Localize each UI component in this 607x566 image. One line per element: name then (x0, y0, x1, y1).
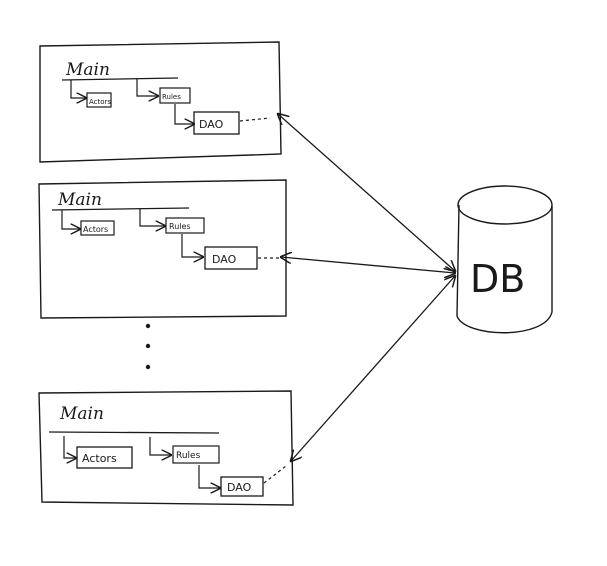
dao-dashed-link (263, 465, 287, 484)
branch-connector (149, 437, 171, 455)
app-instance-2: Main Actors Rules DAO (38, 179, 287, 319)
rules-label: Rules (176, 451, 201, 461)
db-connection-2 (281, 257, 455, 273)
dao-box (193, 111, 240, 135)
branch-connector (63, 436, 76, 458)
branch-connector (70, 80, 86, 98)
main-label: Main (57, 190, 102, 210)
dao-box (204, 246, 258, 270)
db-connection-1 (278, 114, 455, 271)
more-instances-ellipsis (145, 323, 151, 370)
rules-box (172, 445, 220, 464)
db-connection-3 (291, 276, 455, 461)
actors-label: Actors (89, 98, 111, 106)
instance-frame (38, 390, 294, 506)
dao-label: DAO (212, 253, 237, 266)
branch-connector (174, 104, 194, 124)
rules-label: Rules (169, 222, 191, 231)
rules-box (165, 217, 205, 234)
instance-frame (38, 179, 287, 319)
database-cylinder: DB (456, 185, 553, 334)
database-top (457, 185, 553, 225)
branch-connector (61, 210, 80, 229)
main-label: Main (65, 60, 110, 80)
rules-label: Rules (162, 93, 181, 101)
branch-connector (136, 79, 158, 96)
rules-box (159, 87, 191, 104)
actors-label: Actors (83, 225, 108, 234)
app-instance-1: Main Actors Rules DAO (39, 41, 282, 163)
branch-connector (181, 234, 203, 257)
main-underline (48, 431, 220, 434)
dao-label: DAO (227, 481, 252, 494)
actors-box (86, 92, 112, 108)
branch-connector (198, 465, 220, 488)
main-underline (51, 207, 190, 211)
main-label: Main (59, 404, 104, 424)
main-underline (61, 77, 179, 81)
database-body (456, 204, 553, 334)
branch-connector (139, 209, 165, 226)
actors-box (80, 220, 115, 236)
actors-label: Actors (82, 452, 117, 465)
database-label: DB (470, 257, 525, 301)
actors-box (76, 446, 133, 469)
dao-box (220, 476, 264, 497)
dao-dashed-link (239, 117, 271, 122)
app-instance-3: Main Actors Rules DAO (38, 390, 294, 506)
dao-label: DAO (199, 118, 224, 131)
